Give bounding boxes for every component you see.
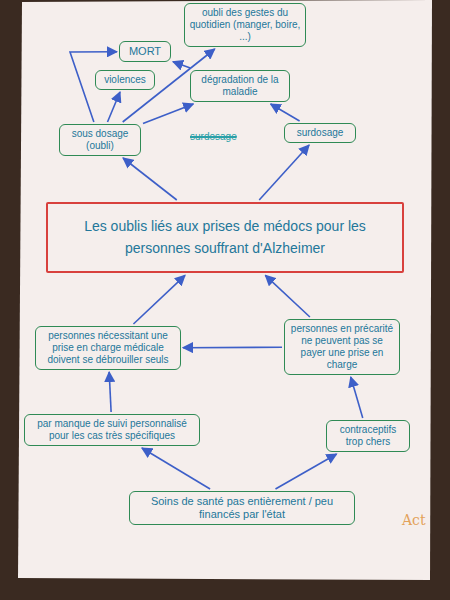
cause-effect-box: dégradation de la maladie <box>190 70 290 102</box>
signature: Act <box>402 512 426 528</box>
cause-effect-box: surdosage <box>284 123 356 143</box>
struck-word: surdosage <box>190 131 237 142</box>
cause-effect-box: Soins de santé pas entièrement / peu fin… <box>129 491 355 525</box>
cause-effect-box: MORT <box>119 41 171 62</box>
core-problem-box: Les oublis liés aux prises de médocs pou… <box>46 202 404 273</box>
box-text: par manque de suivi personnalisé pour le… <box>29 418 195 442</box>
box-text: personnes nécessitant une prise en charg… <box>40 330 176 366</box>
box-text: dégradation de la maladie <box>195 74 285 98</box>
cause-effect-box: personnes en précarité ne peuvent pas se… <box>284 319 400 375</box>
box-text: Les oublis liés aux prises de médocs pou… <box>58 216 392 259</box>
cause-arrow <box>133 275 185 324</box>
box-text: contraceptifs trop chers <box>331 424 405 448</box>
cause-effect-box: violences <box>95 70 155 90</box>
cause-arrow <box>183 346 282 348</box>
cause-arrow <box>351 377 363 418</box>
cause-arrow <box>275 454 336 489</box>
cause-arrow <box>143 104 193 123</box>
box-text: surdosage <box>289 127 351 139</box>
cause-effect-box: par manque de suivi personnalisé pour le… <box>24 414 200 446</box>
cause-arrow <box>109 372 111 412</box>
cause-effect-box: personnes nécessitant une prise en charg… <box>35 326 181 370</box>
box-text: personnes en précarité ne peuvent pas se… <box>289 323 395 371</box>
cause-effect-box: sous dosage (oubli) <box>59 124 141 156</box>
box-text: oubli des gestes du quotidien (manger, b… <box>189 7 301 43</box>
cause-effect-box: oubli des gestes du quotidien (manger, b… <box>184 3 306 47</box>
cause-effect-box: contraceptifs trop chers <box>326 420 410 452</box>
cause-arrow <box>173 62 190 68</box>
box-text: MORT <box>124 45 166 58</box>
cause-arrow <box>259 145 309 200</box>
paper-sheet <box>18 0 432 580</box>
cause-arrow <box>265 275 310 317</box>
box-text: sous dosage (oubli) <box>64 128 136 152</box>
cause-arrow <box>108 92 121 122</box>
cause-arrow <box>142 448 210 489</box>
cause-arrow <box>123 158 177 200</box>
box-text: violences <box>100 74 150 86</box>
cause-arrow <box>271 104 300 121</box>
box-text: Soins de santé pas entièrement / peu fin… <box>134 495 350 521</box>
